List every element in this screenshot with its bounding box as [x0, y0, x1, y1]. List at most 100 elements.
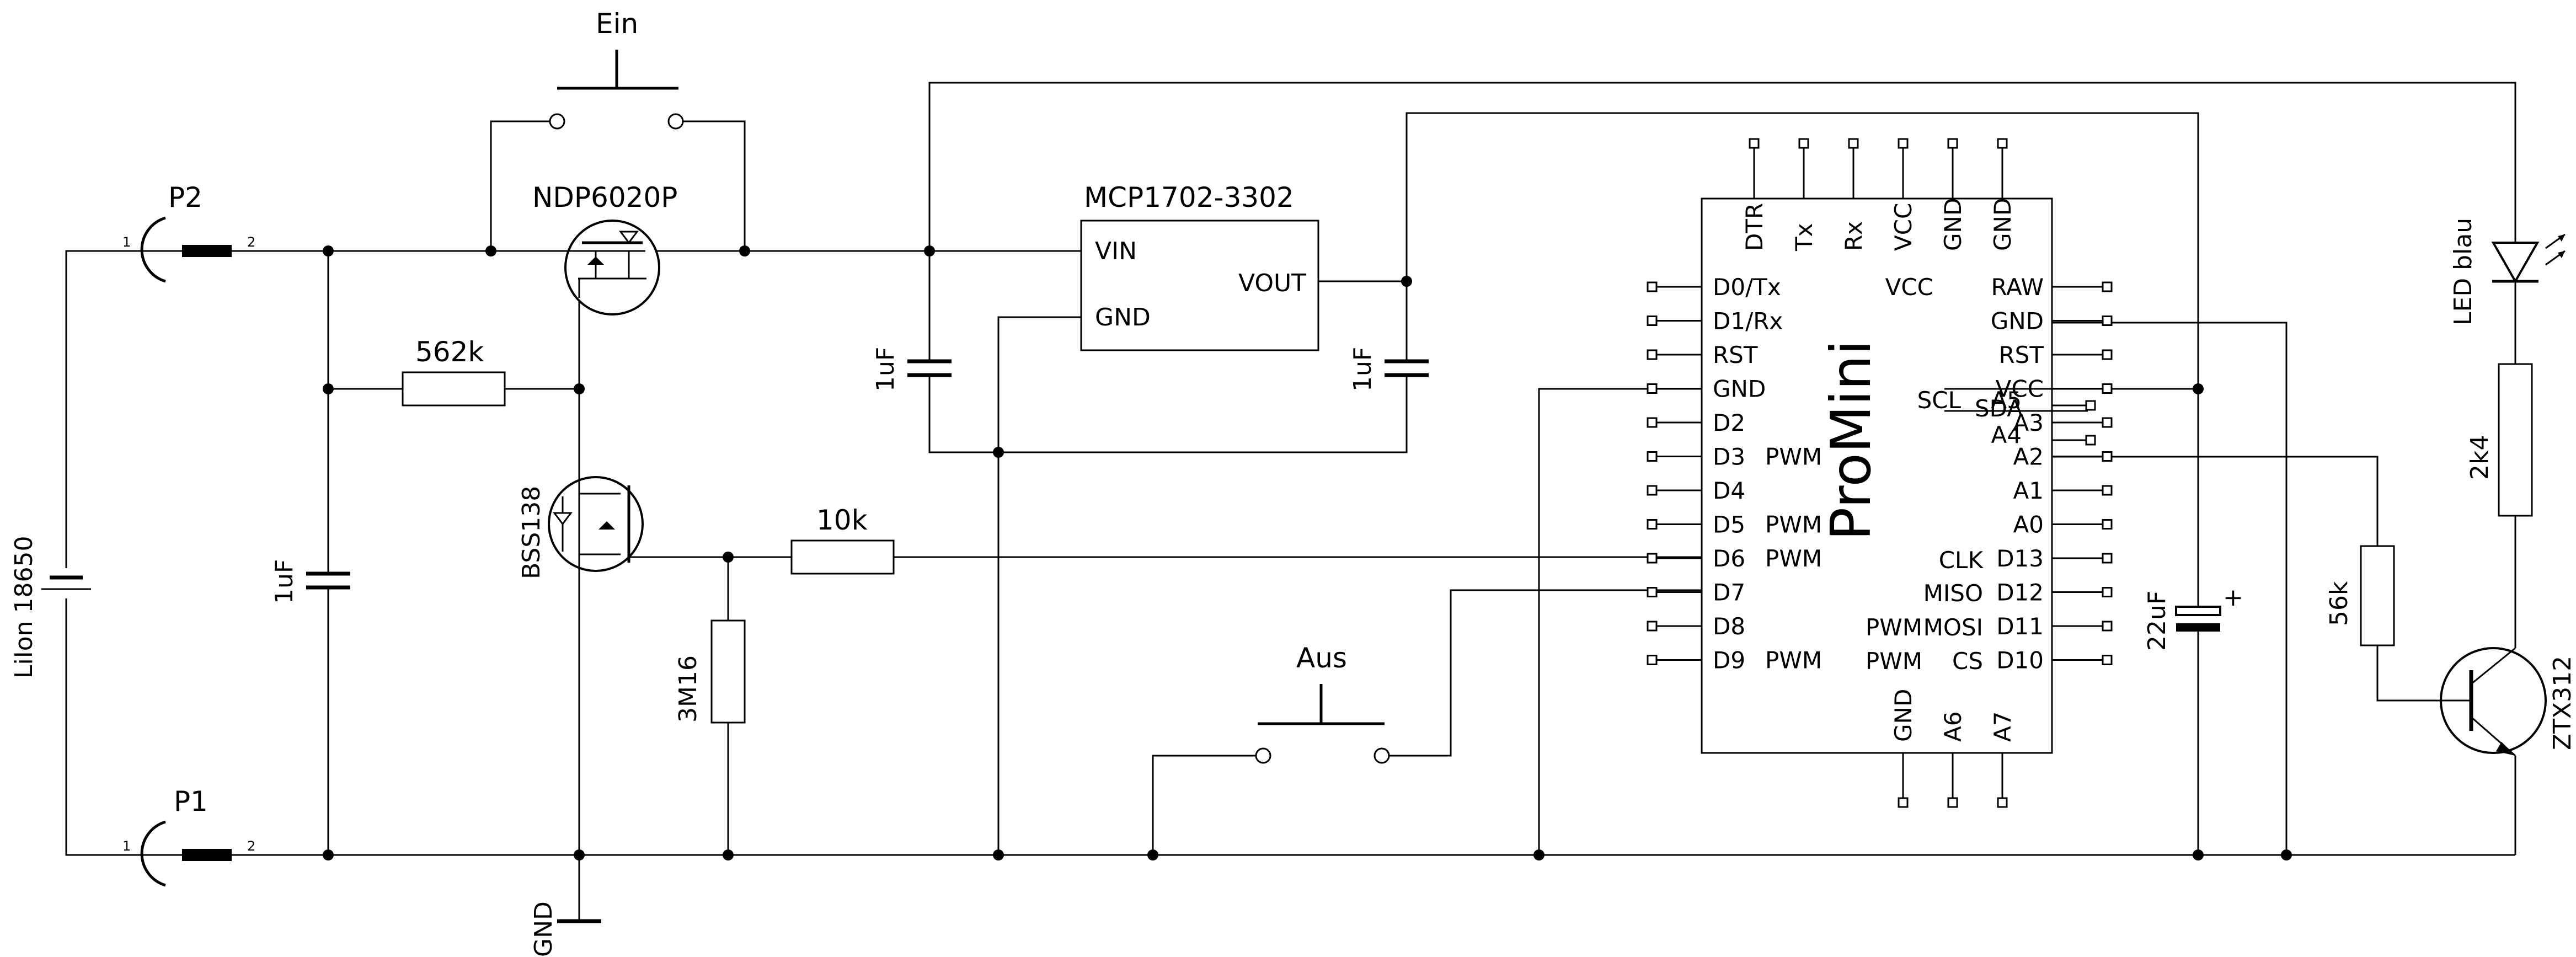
pm-mosi: MOSI — [1923, 614, 1983, 641]
c1-label: 1uF — [270, 559, 298, 604]
pm-cs: CS — [1952, 648, 1983, 675]
pm-right-8-pad — [2102, 553, 2113, 564]
transistor-ztx312: ZTX312 — [2427, 647, 2576, 757]
gnd-label: GND — [530, 901, 558, 957]
pm-left-label-4: D2 — [1713, 409, 1745, 436]
mosfet-ndp6020p: NDP6020P — [532, 181, 677, 316]
pm-right-label-11: D10 — [1996, 647, 2044, 674]
p1-label: P1 — [174, 785, 208, 817]
pm-left-label-6: D4 — [1713, 477, 1745, 504]
pm-bot-label-2: A7 — [1989, 712, 2016, 742]
c3-label: 1uF — [1349, 347, 1377, 392]
pm-top-2-pad — [1848, 138, 1859, 149]
promini-module: ProMini D0/TxD1/RxRSTGNDD2D3D4D5D6D7D8D9… — [1647, 138, 2113, 808]
pm-right-6-pad — [2102, 485, 2113, 496]
capacitor-c2: 1uF — [872, 347, 952, 392]
r-10k-label: 10k — [816, 504, 868, 536]
pm-left-label-11: D9 — [1713, 647, 1745, 674]
junction-dots — [323, 245, 2292, 860]
pm-left-label-8: D6 — [1713, 545, 1745, 572]
pm-left-label-10: D8 — [1713, 613, 1745, 640]
pm-right-3-pad — [2102, 383, 2113, 394]
p2-pin2: 2 — [247, 234, 255, 250]
battery-label: LiIon 18650 — [10, 536, 38, 678]
reg-vout: VOUT — [1238, 269, 1306, 297]
pm-top-4-pad — [1947, 138, 1958, 149]
r-56k-label: 56k — [2325, 581, 2353, 626]
p2-label: P2 — [168, 181, 202, 213]
pm-left-8-pad — [1647, 553, 1658, 564]
pm-left-5-pad — [1647, 451, 1658, 462]
pm-right-label-2: RST — [1999, 341, 2044, 368]
q1-label: NDP6020P — [532, 181, 677, 213]
promini-pin-labels: D0/TxD1/RxRSTGNDD2D3D4D5D6D7D8D9PWMPWMPW… — [1713, 198, 2044, 742]
battery-symbol: LiIon 18650 — [10, 536, 91, 678]
pm-right-0-pad — [2102, 281, 2113, 292]
pm-top-label-5: GND — [1989, 198, 2016, 251]
pm-right-label-6: A1 — [2013, 477, 2044, 504]
p1-pin2: 2 — [247, 838, 255, 854]
pm-a5-label: A5 — [1991, 387, 2022, 414]
pm-left-label-5: D3 — [1713, 443, 1745, 471]
connector-p1: P1 1 2 — [122, 785, 256, 887]
pm-left-0-pad — [1647, 281, 1658, 292]
pm-bot-label-0: GND — [1890, 689, 1917, 742]
connector-p2: P2 1 2 — [122, 181, 256, 283]
resistor-2k4: 2k4 — [2466, 363, 2533, 517]
pm-right-5-pad — [2102, 451, 2113, 462]
resistor-10k: 10k — [790, 504, 895, 575]
capacitor-c1: 1uF — [270, 559, 350, 604]
pm-top-5-pad — [1997, 138, 2008, 149]
pm-top-3-pad — [1898, 138, 1909, 149]
pm-left-pwm-1: PWM — [1765, 511, 1822, 538]
pm-top-label-3: VCC — [1890, 203, 1917, 251]
sw-aus-label: Aus — [1296, 642, 1347, 674]
pm-pwm1: PWM — [1866, 614, 1922, 641]
pm-scl: SCL — [1917, 387, 1962, 414]
pm-sda: SDA — [1975, 395, 2023, 422]
regulator-mcp1702: MCP1702-3302 VIN GND VOUT — [1080, 181, 1319, 351]
pm-left-pwm-2: PWM — [1765, 545, 1822, 572]
pm-bot-label-1: A6 — [1939, 712, 1966, 742]
led-label: LED blau — [2449, 218, 2477, 325]
pm-clk: CLK — [1939, 547, 1984, 574]
pm-right-4-pad — [2102, 417, 2113, 428]
switch-aus: Aus — [1255, 642, 1390, 764]
pm-left-7-pad — [1647, 519, 1658, 530]
pm-right-label-4: A3 — [2013, 409, 2044, 436]
capacitor-c4: + 22uF — [2143, 584, 2243, 651]
pm-miso: MISO — [1923, 580, 1983, 607]
pm-right-vcc: VCC — [1885, 274, 1933, 301]
pm-right-9-pad — [2102, 587, 2113, 597]
pm-right-1-pad — [2102, 316, 2113, 326]
pm-bot-0-pad — [1898, 797, 1909, 808]
pm-top-label-0: DTR — [1741, 203, 1768, 251]
q3-label: ZTX312 — [2548, 656, 2576, 750]
sw-ein-label: Ein — [596, 8, 638, 40]
pm-left-label-1: D1/Rx — [1713, 308, 1783, 335]
capacitor-c3: 1uF — [1349, 347, 1429, 392]
pm-left-11-pad — [1647, 655, 1658, 665]
pm-left-label-2: RST — [1713, 341, 1758, 368]
pm-left-label-7: D5 — [1713, 511, 1745, 538]
switch-ein: Ein — [549, 8, 684, 130]
pm-left-3-pad — [1647, 383, 1658, 394]
pm-left-1-pad — [1647, 316, 1658, 326]
resistor-3m16: 3M16 — [674, 619, 746, 724]
pm-right-2-pad — [2102, 349, 2113, 360]
p1-pin1: 1 — [122, 838, 131, 854]
promini-pin-stubs — [1647, 138, 2113, 808]
pm-left-label-3: GND — [1713, 376, 1766, 403]
pm-right-label-1: GND — [1991, 308, 2044, 335]
mosfet-bss138: BSS138 — [517, 476, 648, 579]
pm-top-0-pad — [1749, 138, 1760, 149]
pm-right-11-pad — [2102, 655, 2113, 665]
wires — [65, 82, 2516, 923]
pm-top-1-pad — [1798, 138, 1809, 149]
pm-a4-pad — [2085, 435, 2096, 446]
resistor-562k: 562k — [402, 336, 506, 407]
pm-right-label-9: D12 — [1996, 579, 2044, 606]
pm-right-label-5: A2 — [2013, 443, 2044, 471]
resistor-56k: 56k — [2325, 545, 2395, 646]
